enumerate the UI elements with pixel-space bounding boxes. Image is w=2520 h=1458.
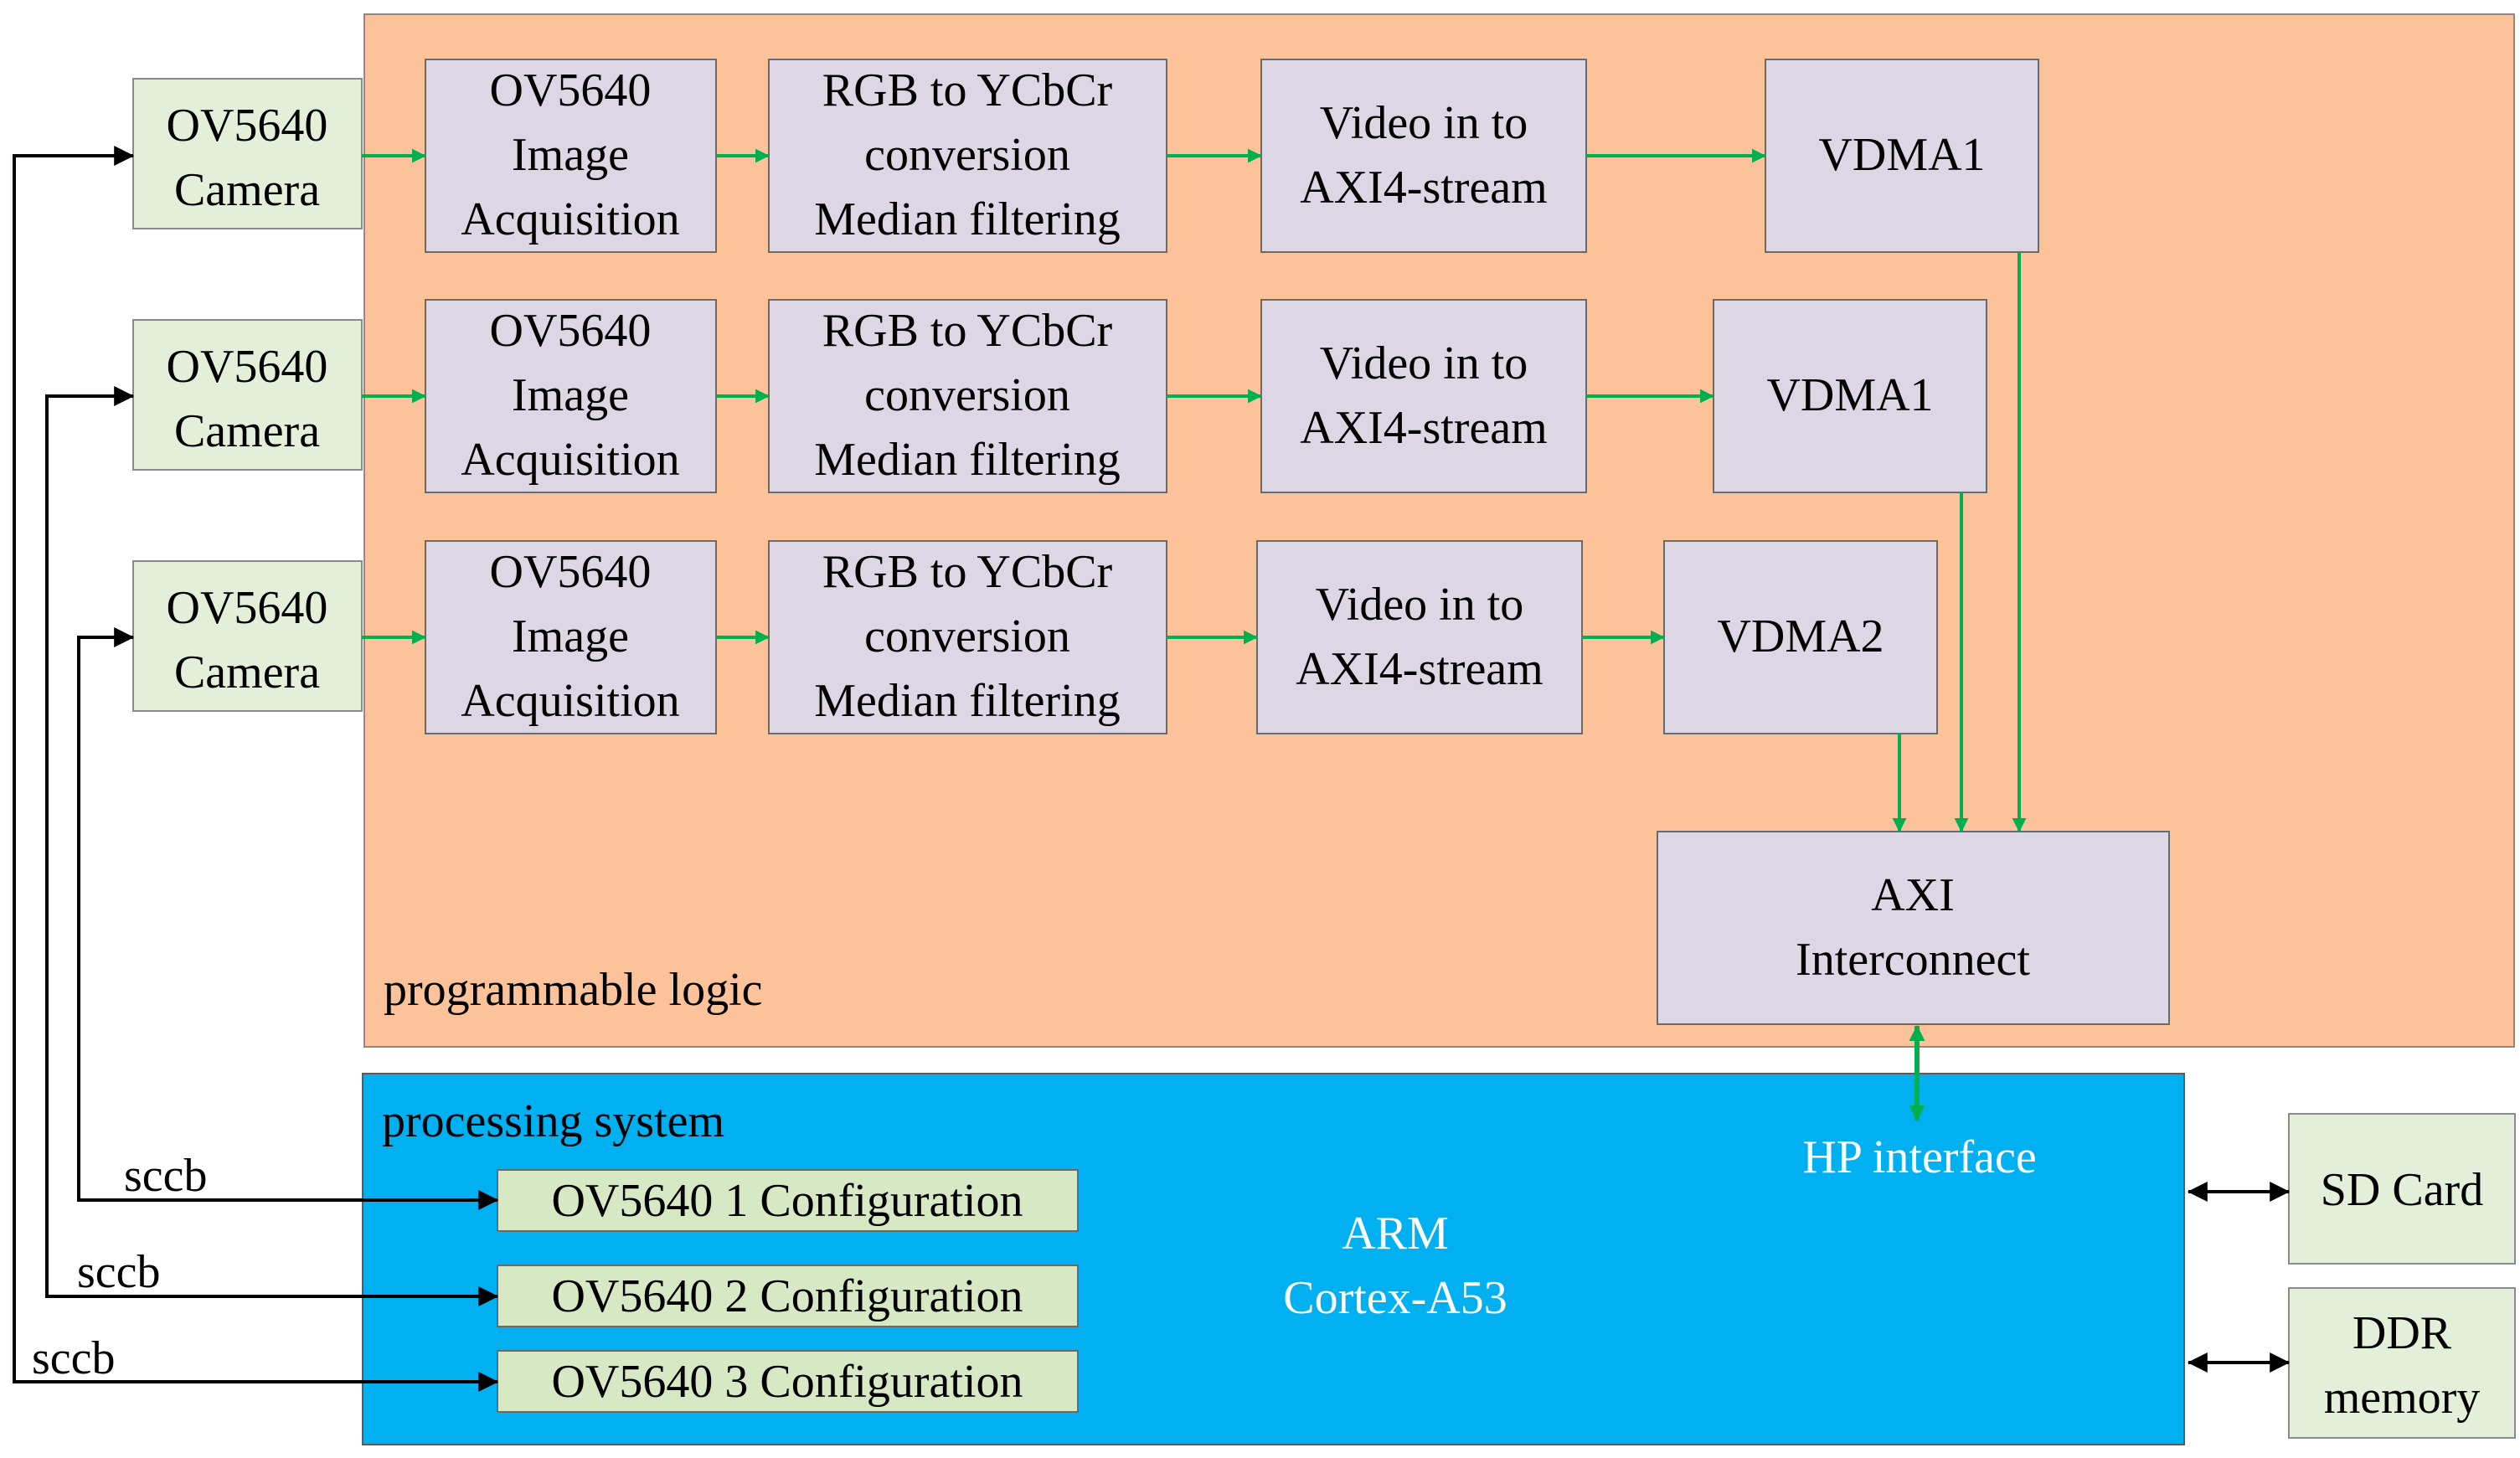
vdma-2-label: VDMA1	[1766, 369, 1933, 421]
programmable-logic-label: programmable logic	[384, 964, 763, 1016]
hp-interface-label: HP interface	[1802, 1131, 2036, 1183]
image-acquisition-2-line3: Acquisition	[461, 434, 679, 486]
image-acquisition-3-line2: Image	[512, 611, 629, 662]
camera-3-line2: Camera	[174, 647, 320, 698]
video-to-axi4-stream-2-line1: Video in to	[1320, 337, 1528, 389]
video-to-axi4-stream-1-line1: Video in to	[1320, 97, 1528, 149]
color-conversion-3-line3: Median filtering	[814, 675, 1120, 727]
image-acquisition-2: OV5640 Image Acquisition	[425, 299, 717, 493]
sccb-label-3: sccb	[32, 1332, 116, 1384]
camera-2: OV5640 Camera	[132, 319, 363, 471]
image-acquisition-2-line1: OV5640	[490, 305, 652, 357]
vdma-3-label: VDMA2	[1717, 611, 1884, 662]
sccb-line-3	[13, 146, 499, 1392]
video-to-axi4-stream-3-line2: AXI4-stream	[1296, 643, 1543, 695]
color-conversion-2-line2: conversion	[864, 369, 1070, 421]
color-conversion-1-line2: conversion	[864, 129, 1070, 181]
config-block-3: OV5640 3 Configuration	[497, 1350, 1079, 1413]
video-to-axi4-stream-2: Video in to AXI4-stream	[1260, 299, 1587, 493]
ddr-memory: DDR memory	[2288, 1287, 2516, 1439]
camera-3-line1: OV5640	[167, 582, 328, 634]
sccb-label-1: sccb	[124, 1150, 208, 1202]
config-block-1-label: OV5640 1 Configuration	[551, 1175, 1023, 1227]
color-conversion-3-line2: conversion	[864, 611, 1070, 662]
sd-card-label: SD Card	[2321, 1164, 2483, 1216]
config-block-3-label: OV5640 3 Configuration	[551, 1356, 1023, 1408]
vdma-1: VDMA1	[1765, 59, 2039, 253]
camera-1: OV5640 Camera	[132, 78, 363, 229]
image-acquisition-3-line3: Acquisition	[461, 675, 679, 727]
camera-1-line2: Camera	[174, 164, 320, 216]
camera-3: OV5640 Camera	[132, 560, 363, 712]
vdma-2: VDMA1	[1713, 299, 1987, 493]
color-conversion-1-line1: RGB to YCbCr	[822, 64, 1113, 116]
video-to-axi4-stream-1: Video in to AXI4-stream	[1260, 59, 1587, 253]
camera-2-line2: Camera	[174, 405, 320, 457]
axi-interconnect-line1: AXI	[1871, 869, 1955, 921]
data-flow-arrows	[362, 148, 2027, 832]
axi-interconnect-line2: Interconnect	[1796, 934, 2030, 986]
processing-system-label: processing system	[382, 1095, 724, 1147]
video-to-axi4-stream-3: Video in to AXI4-stream	[1256, 540, 1583, 734]
image-acquisition-3-line1: OV5640	[490, 546, 652, 598]
ddr-memory-line2: memory	[2324, 1372, 2481, 1424]
image-acquisition-3: OV5640 Image Acquisition	[425, 540, 717, 734]
color-conversion-1: RGB to YCbCr conversion Median filtering	[768, 59, 1167, 253]
color-conversion-1-line3: Median filtering	[814, 193, 1120, 245]
cortex-label: Cortex-A53	[1283, 1272, 1507, 1324]
color-conversion-3: RGB to YCbCr conversion Median filtering	[768, 540, 1167, 734]
vdma-1-label: VDMA1	[1818, 129, 1985, 181]
video-to-axi4-stream-2-line2: AXI4-stream	[1300, 402, 1547, 454]
arm-label: ARM	[1342, 1208, 1449, 1260]
color-conversion-2: RGB to YCbCr conversion Median filtering	[768, 299, 1167, 493]
color-conversion-2-line3: Median filtering	[814, 434, 1120, 486]
image-acquisition-1-line3: Acquisition	[461, 193, 679, 245]
image-acquisition-1-line2: Image	[512, 129, 629, 181]
camera-1-line1: OV5640	[167, 100, 328, 152]
vdma-3: VDMA2	[1663, 540, 1938, 734]
image-acquisition-1: OV5640 Image Acquisition	[425, 59, 717, 253]
sccb-lines	[13, 146, 499, 1392]
config-block-1: OV5640 1 Configuration	[497, 1169, 1079, 1232]
video-to-axi4-stream-1-line2: AXI4-stream	[1300, 162, 1547, 214]
color-conversion-3-line1: RGB to YCbCr	[822, 546, 1113, 598]
sccb-label-2: sccb	[77, 1246, 161, 1298]
image-acquisition-2-line2: Image	[512, 369, 629, 421]
image-acquisition-1-line1: OV5640	[490, 64, 652, 116]
video-to-axi4-stream-3-line1: Video in to	[1316, 579, 1524, 631]
camera-2-line1: OV5640	[167, 341, 328, 393]
axi-interconnect: AXI Interconnect	[1657, 831, 2170, 1025]
color-conversion-2-line1: RGB to YCbCr	[822, 305, 1113, 357]
sd-card: SD Card	[2288, 1113, 2516, 1265]
config-block-2-label: OV5640 2 Configuration	[551, 1270, 1023, 1322]
ddr-memory-line1: DDR	[2353, 1307, 2452, 1359]
config-block-2: OV5640 2 Configuration	[497, 1265, 1079, 1327]
